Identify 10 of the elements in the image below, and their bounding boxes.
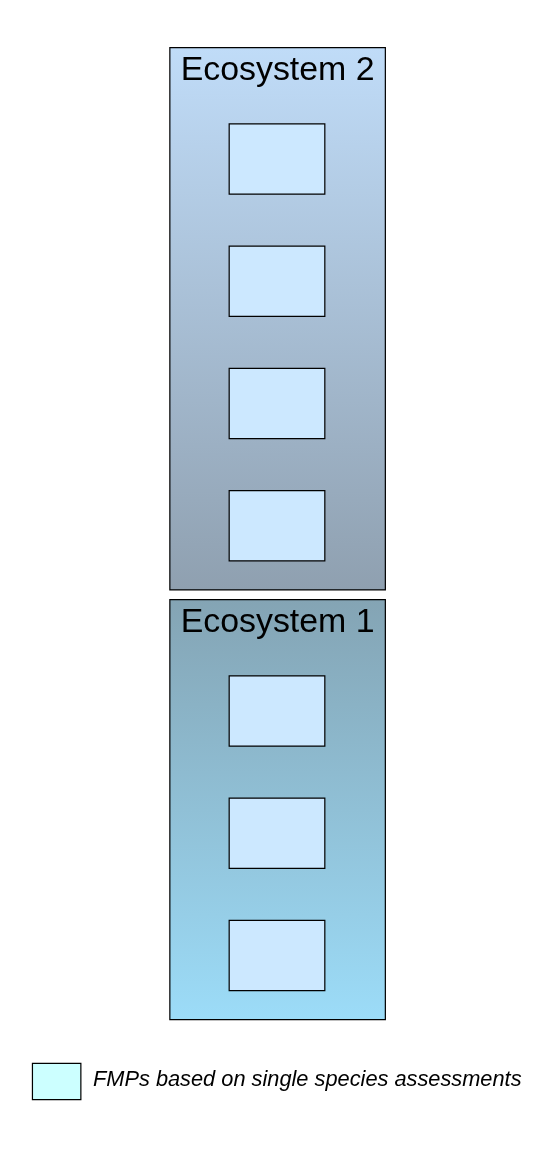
cluster: Ecosystem 1: [169, 599, 386, 1021]
node-box: [228, 919, 326, 992]
node-box: [228, 367, 326, 440]
node-box: [228, 797, 326, 869]
node-box: [228, 490, 326, 562]
cluster: Ecosystem 2: [169, 46, 386, 591]
node-box: [228, 123, 326, 195]
node-box: [228, 675, 326, 747]
legend-label: FMPs based on single species assessments: [92, 1065, 522, 1091]
node-box: [228, 245, 326, 317]
